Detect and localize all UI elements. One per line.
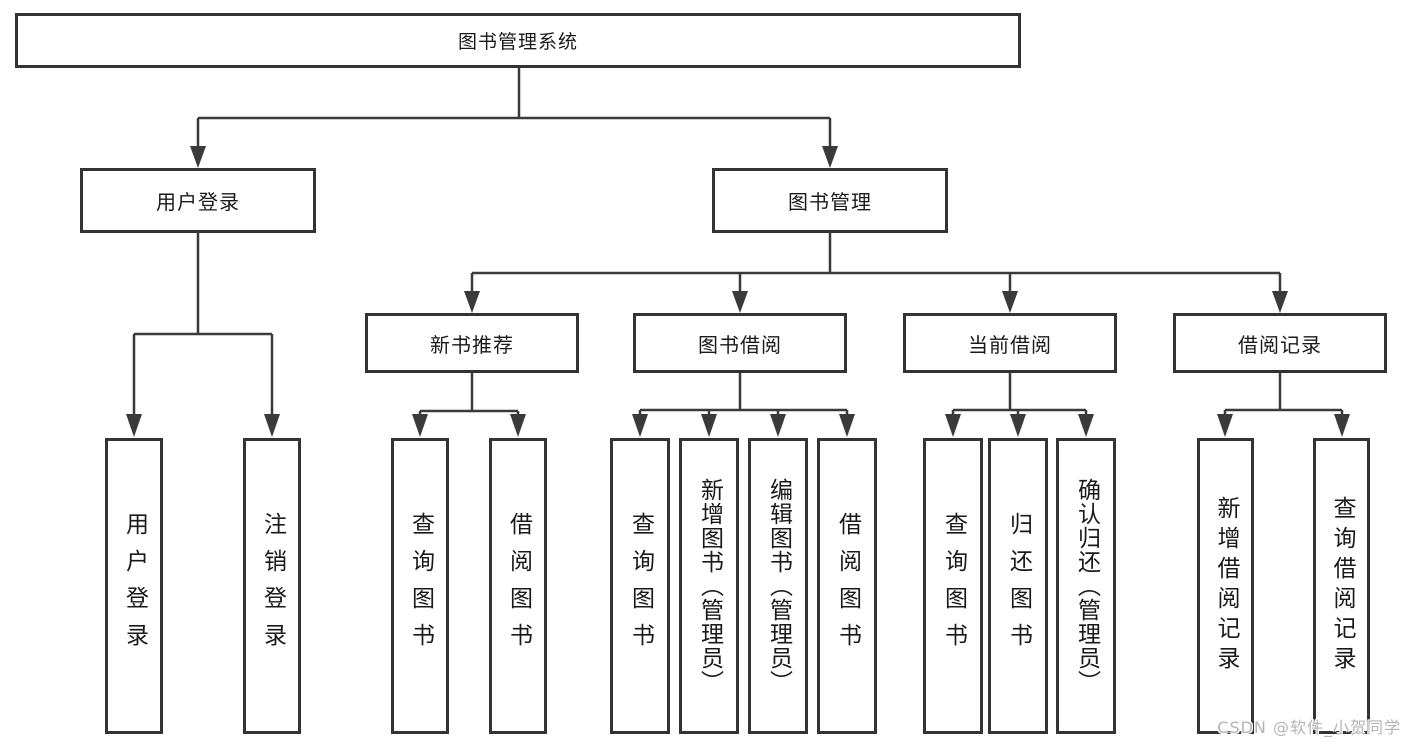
leaf-edit-books-admin: 编辑图书（管理员） [748, 438, 808, 734]
node-current-borrow: 当前借阅 [903, 313, 1117, 373]
node-new-book-recommend: 新书推荐 [365, 313, 579, 373]
leaf-confirm-return-admin: 确认归还（管理员） [1056, 438, 1116, 734]
csdn-watermark: CSDN @软件_小贺同学 [1217, 718, 1401, 737]
leaf-borrow-books-recommend: 借阅图书 [489, 438, 547, 734]
leaf-query-books-recommend: 查询图书 [391, 438, 449, 734]
node-borrow-records: 借阅记录 [1173, 313, 1387, 373]
leaf-add-books-admin: 新增图书（管理员） [679, 438, 739, 734]
leaf-logout: 注销登录 [243, 438, 301, 734]
arrowheads [126, 146, 1350, 437]
leaf-user-login: 用户登录 [105, 438, 163, 734]
node-book-management: 图书管理 [712, 168, 948, 233]
leaf-query-books-borrow: 查询图书 [610, 438, 670, 734]
leaf-query-borrow-record: 查询借阅记录 [1313, 438, 1370, 734]
leaf-add-borrow-record: 新增借阅记录 [1197, 438, 1254, 734]
leaf-query-books-current: 查询图书 [923, 438, 983, 734]
node-book-borrow: 图书借阅 [633, 313, 847, 373]
node-root-library-system: 图书管理系统 [15, 13, 1021, 68]
leaf-borrow-books: 借阅图书 [817, 438, 877, 734]
leaf-return-books: 归还图书 [988, 438, 1048, 734]
node-user-login: 用户登录 [80, 168, 316, 233]
